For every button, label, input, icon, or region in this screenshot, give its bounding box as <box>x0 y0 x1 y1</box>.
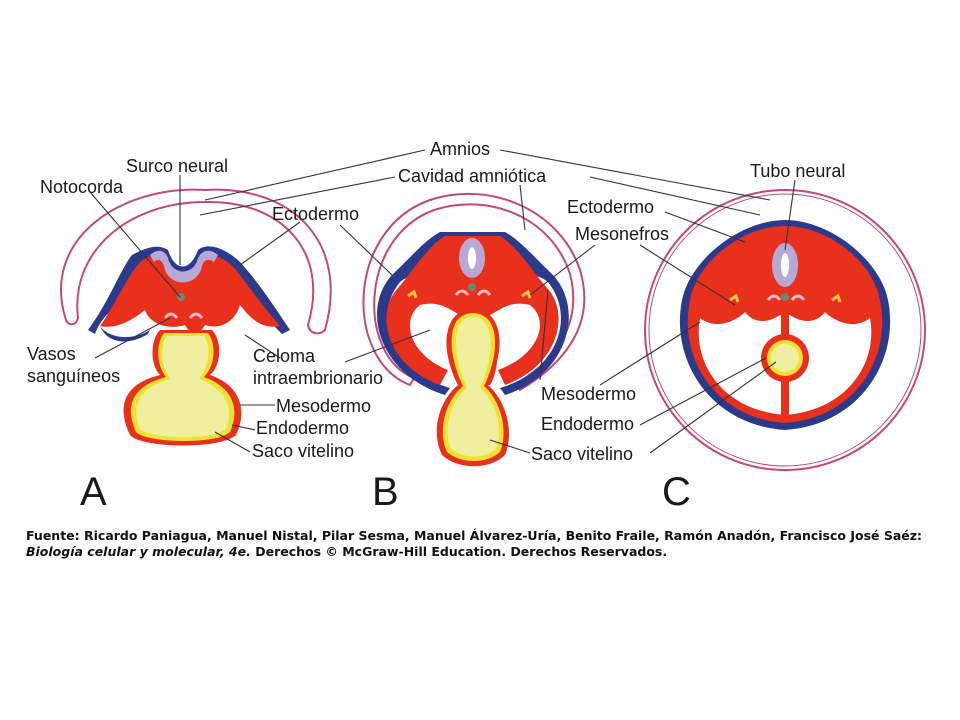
leader-celoma-b <box>344 329 431 363</box>
leader-tubo <box>784 179 796 251</box>
leader-ectodermo-a <box>239 221 301 266</box>
leader-celoma-a <box>244 334 281 359</box>
label-celoma-2: intraembrionario <box>253 368 383 388</box>
label-notocorda: Notocorda <box>40 177 124 197</box>
label-mesodermo-a: Mesodermo <box>276 396 371 416</box>
leader-mesodermo-b1 <box>539 289 549 381</box>
panel-a-embryo <box>60 188 332 446</box>
label-mesodermo-b: Mesodermo <box>541 384 636 404</box>
caption-book-title: Biología celular y molecular, 4e. <box>26 544 251 559</box>
vessels-a <box>163 312 204 319</box>
leader-endodermo-b <box>639 357 767 426</box>
label-ectodermo-a: Ectodermo <box>272 204 359 224</box>
leader-cavidad-a <box>199 176 396 216</box>
label-vasos-2: sanguíneos <box>27 366 120 386</box>
vessels-b <box>454 289 492 296</box>
leader-amnios-b <box>499 149 771 201</box>
amnion-b <box>362 192 586 392</box>
leader-ectodermo-c <box>664 211 746 243</box>
leader-cavidad-c <box>589 176 761 216</box>
leader-vasos <box>94 317 171 359</box>
yolk-b <box>447 316 500 457</box>
leader-mesodermo-b2 <box>599 321 701 386</box>
gut-lumen-c <box>771 344 799 372</box>
caption-suffix: Derechos © McGraw-Hill Education. Derech… <box>250 544 668 559</box>
label-endodermo-b: Endodermo <box>541 414 634 434</box>
leader-endodermo-a <box>231 424 256 431</box>
amnion-c-inner <box>648 193 922 467</box>
mesonephros-b <box>407 289 532 299</box>
notochord-c <box>781 293 789 301</box>
label-cavidad-amniotica: Cavidad amniótica <box>398 166 547 186</box>
leader-notocorda <box>89 191 181 298</box>
leader-ectodermo-b <box>339 224 393 276</box>
leader-mesonefros-c <box>639 244 736 306</box>
leader-saco-b2 <box>649 361 777 454</box>
panel-b-embryo <box>362 192 586 467</box>
coelom-wall-a <box>100 326 150 342</box>
leader-mesonefros-b <box>529 244 596 296</box>
label-ectodermo-c: Ectodermo <box>567 197 654 217</box>
neural-canal-b <box>468 247 476 269</box>
label-mesonefros: Mesonefros <box>575 224 669 244</box>
label-saco-vitelino-a: Saco vitelino <box>252 441 354 461</box>
leader-cavidad-b <box>519 184 526 231</box>
label-endodermo-a: Endodermo <box>256 418 349 438</box>
yolk-a <box>136 336 230 438</box>
label-celoma-1: Celoma <box>253 346 316 366</box>
leader-saco-a <box>214 431 251 453</box>
neural-canal-c <box>781 253 789 277</box>
amnion-a <box>60 188 332 335</box>
vessels-c <box>766 294 806 301</box>
source-caption: Fuente: Ricardo Paniagua, Manuel Nistal,… <box>26 528 926 560</box>
panel-label-a: A <box>80 470 107 514</box>
neural-plate-a <box>150 250 218 283</box>
label-tubo-neural: Tubo neural <box>750 161 845 181</box>
mesonephros-c <box>729 293 842 303</box>
panel-label-b: B <box>372 470 399 514</box>
label-saco-vitelino-b: Saco vitelino <box>531 444 633 464</box>
label-vasos-1: Vasos <box>27 344 76 364</box>
notochord-b <box>468 283 476 291</box>
embryo-folding-diagram: Amnios Cavidad amniótica Surco neural No… <box>27 139 926 514</box>
panel-label-c: C <box>662 470 691 514</box>
caption-prefix: Fuente: Ricardo Paniagua, Manuel Nistal,… <box>26 528 923 543</box>
leader-saco-b1 <box>489 439 531 454</box>
label-surco-neural: Surco neural <box>126 156 228 176</box>
leader-amnios-a <box>204 149 426 201</box>
label-amnios: Amnios <box>430 139 490 159</box>
leader-lines <box>89 149 796 454</box>
mesoderm-a <box>100 255 280 333</box>
